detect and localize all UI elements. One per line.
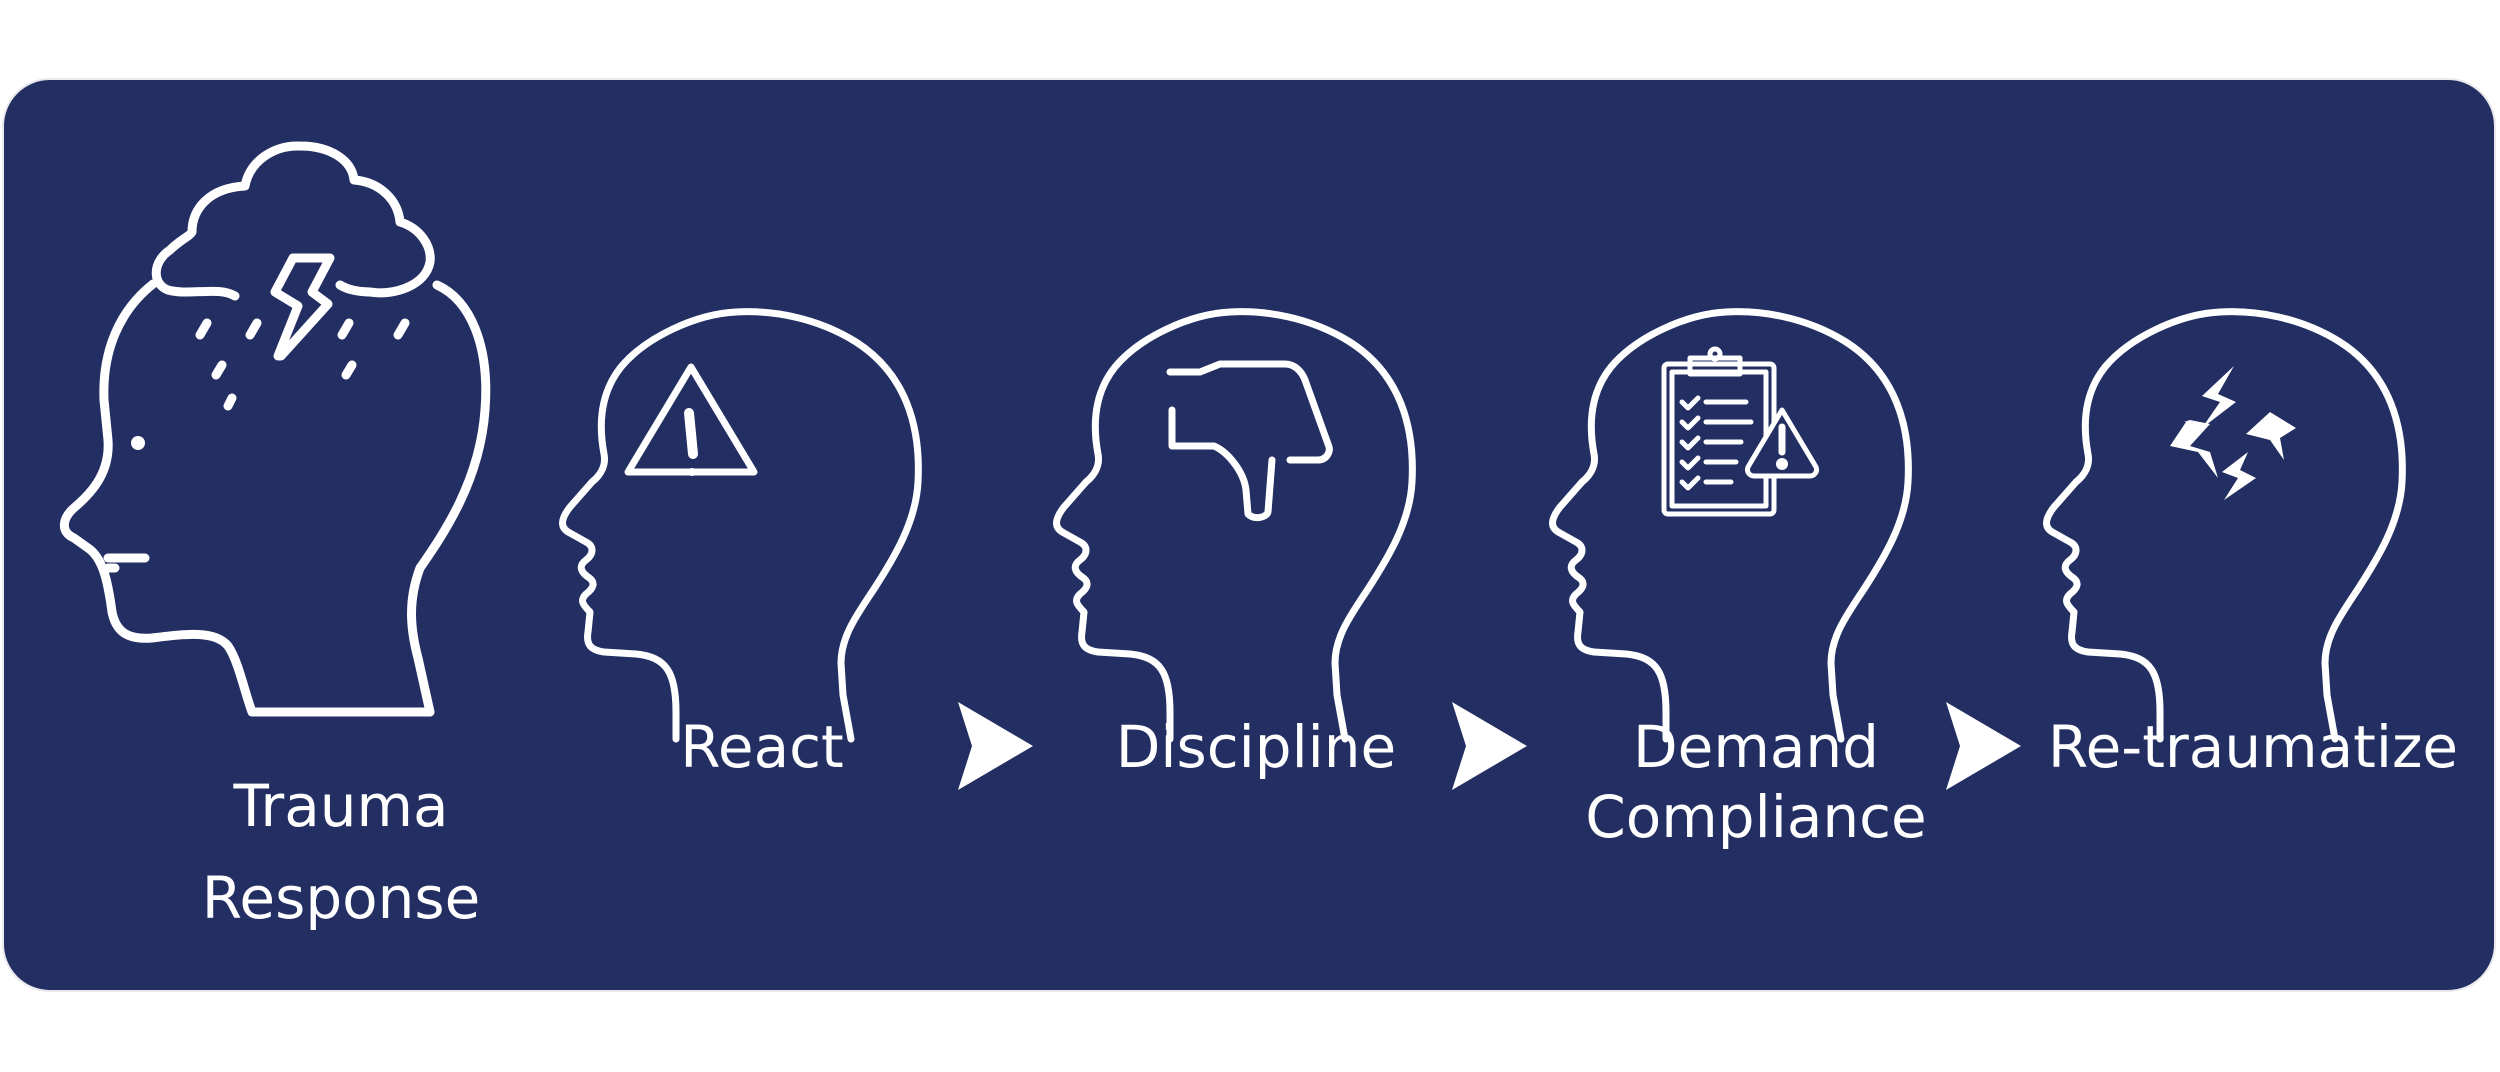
head-warning-icon xyxy=(563,312,919,739)
step-label-re-traumatize: Re-traumatize xyxy=(2047,713,2459,781)
arrow-icon xyxy=(958,702,1033,790)
head-clipboard-alert-icon xyxy=(1553,312,1909,739)
head-lightning-icon xyxy=(2047,312,2403,739)
step-label-demand-compliance: Demand Compliance xyxy=(1585,713,1927,851)
head-storm-cloud-icon xyxy=(59,141,491,717)
step-label-react: React xyxy=(680,713,844,781)
step-label-discipline: Discipline xyxy=(1115,713,1397,781)
head-thumbs-down-icon xyxy=(1057,312,1413,739)
arrow-icon xyxy=(1452,702,1527,790)
arrow-icon xyxy=(1946,702,2021,790)
step-label-trauma-response: Trauma Response xyxy=(201,772,481,932)
